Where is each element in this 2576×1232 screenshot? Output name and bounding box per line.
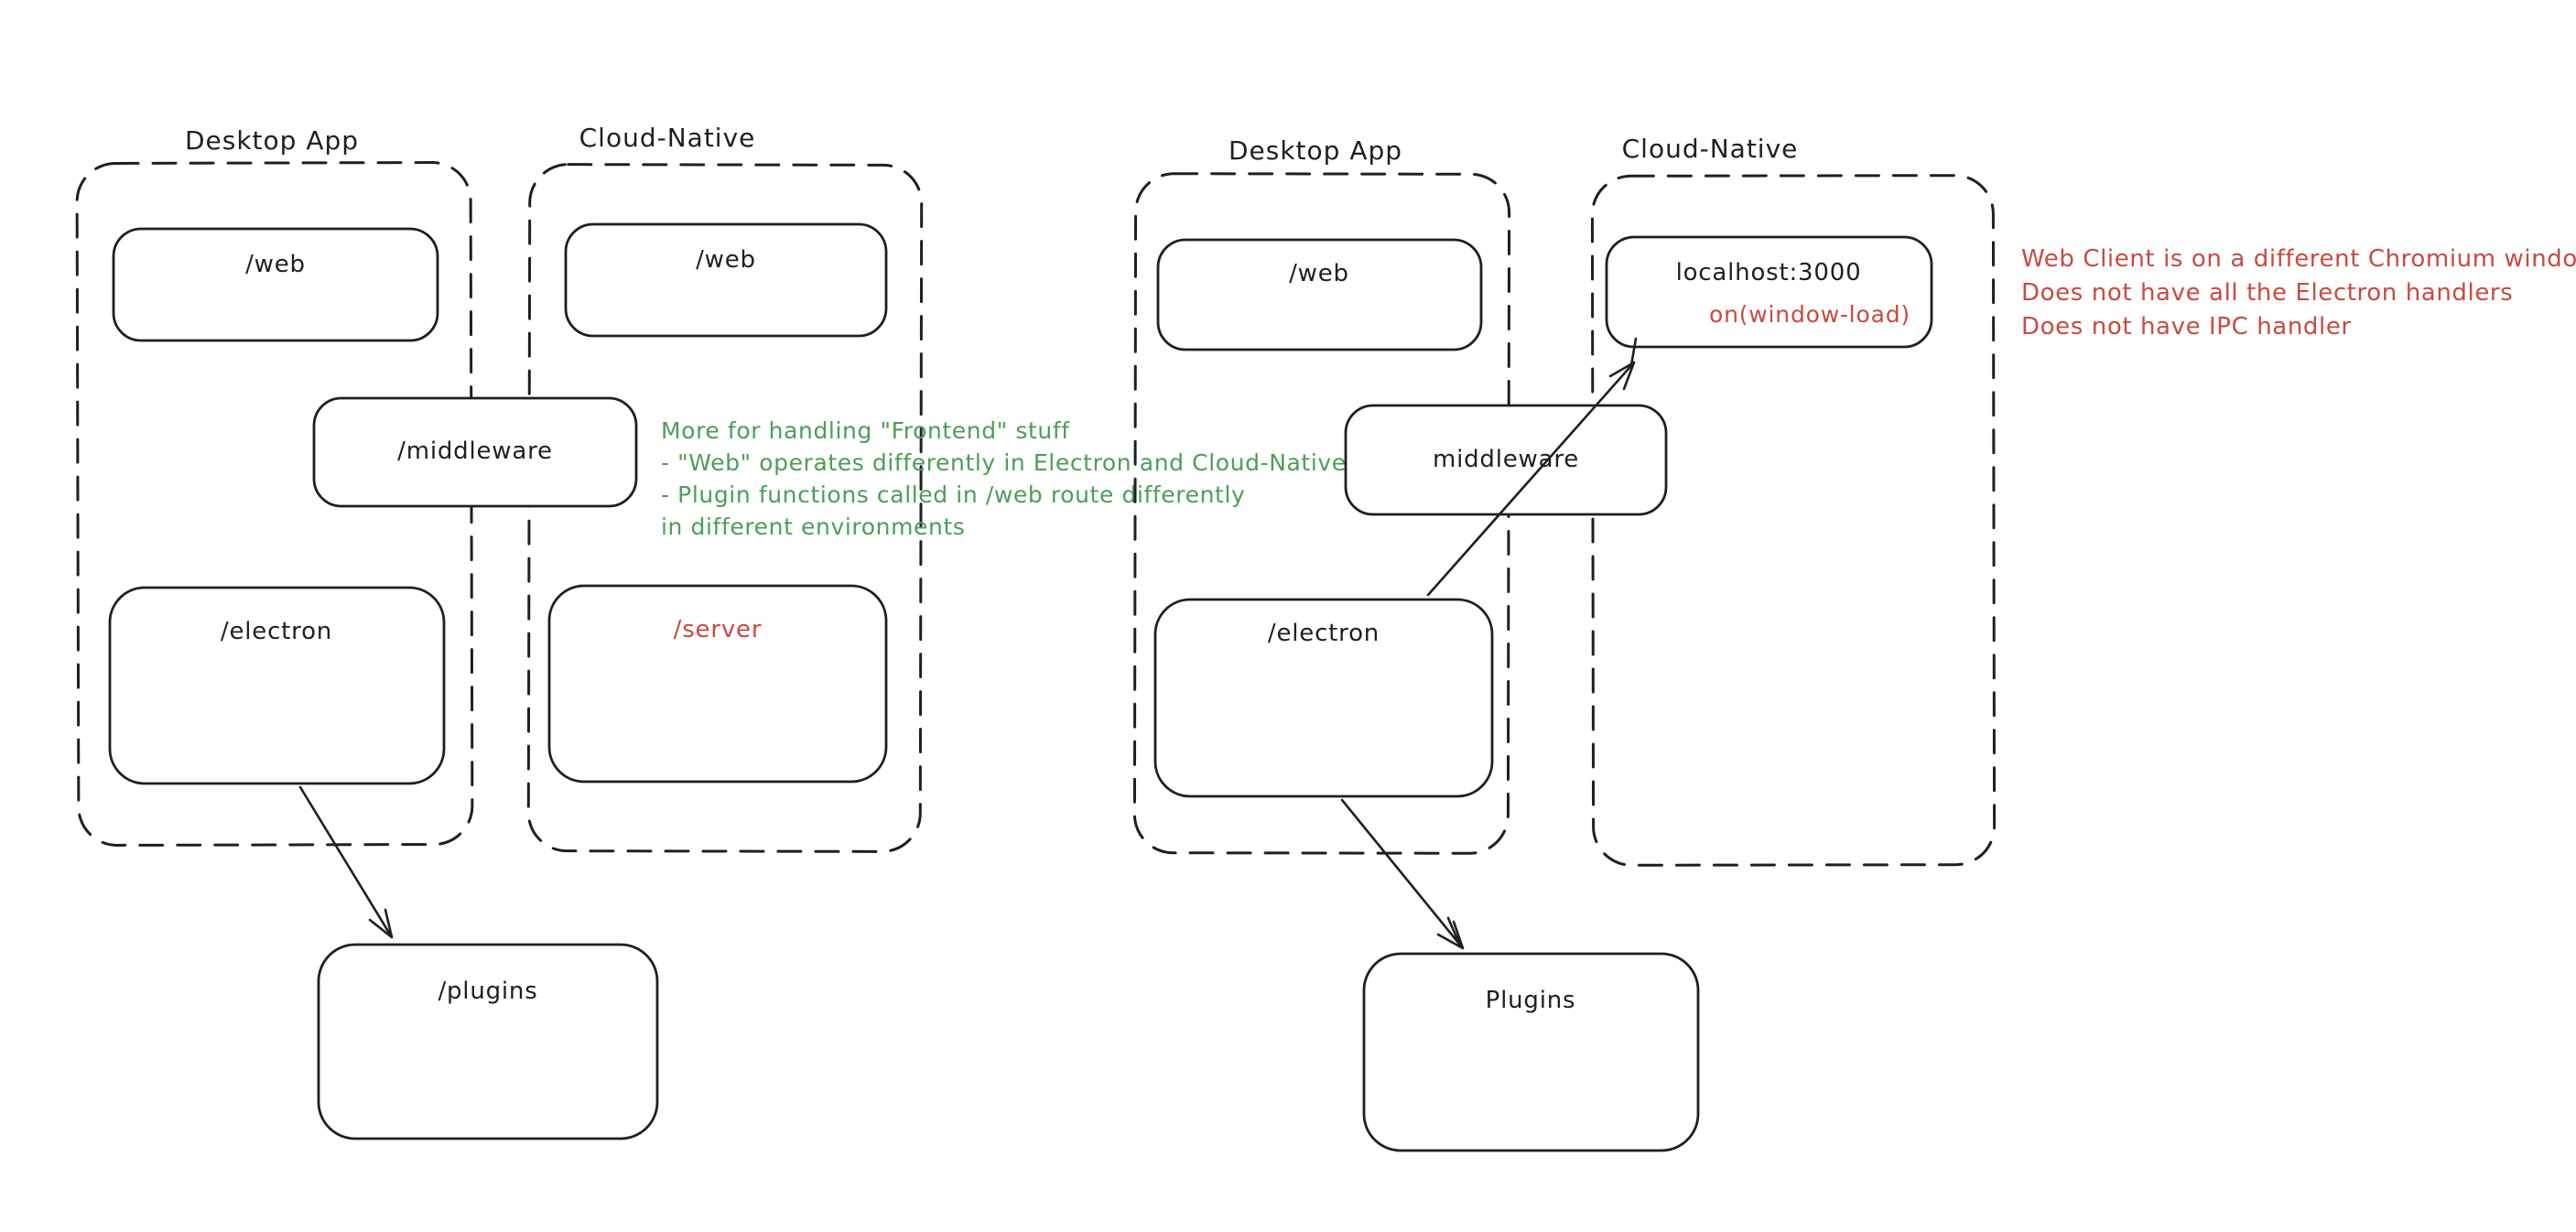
left-diagram: Desktop App Cloud-Native /web /web /midd… xyxy=(75,123,1347,1140)
right-localhost-subtitle: on(window-load) xyxy=(1709,301,1910,328)
right-plugins-box xyxy=(1362,952,1700,1152)
right-web-node: /web xyxy=(1156,238,1483,351)
right-desktop-app-label: Desktop App xyxy=(1228,135,1402,166)
right-middleware-box xyxy=(1344,404,1668,516)
green-note-line-1: More for handling "Frontend" stuff xyxy=(661,417,1070,444)
left-server-node: /server xyxy=(547,584,888,784)
left-plugins-node: /plugins xyxy=(317,943,659,1140)
green-note-line-4: in different environments xyxy=(661,513,965,540)
right-localhost-box xyxy=(1605,235,1933,349)
right-red-note: Web Client is on a different Chromium wi… xyxy=(2021,245,2576,340)
left-green-note: More for handling "Frontend" stuff - "We… xyxy=(661,417,1347,540)
right-electron-box xyxy=(1153,598,1494,798)
right-middleware-text: middleware xyxy=(1433,446,1579,473)
red-note-line-3: Does not have IPC handler xyxy=(2021,313,2352,340)
left-electron-box xyxy=(108,586,446,785)
left-cloud-native-container xyxy=(526,163,924,853)
left-arrow-electron-to-plugins xyxy=(298,785,394,939)
right-localhost-title: localhost:3000 xyxy=(1676,259,1862,286)
right-electron-node: /electron xyxy=(1153,598,1494,798)
left-plugins-box xyxy=(317,943,659,1140)
right-plugins-text: Plugins xyxy=(1486,987,1576,1014)
right-localhost-node: localhost:3000 on(window-load) xyxy=(1605,235,1933,349)
left-cloud-native-label: Cloud-Native xyxy=(579,123,756,153)
left-server-text: /server xyxy=(674,616,763,643)
red-note-line-1: Web Client is on a different Chromium wi… xyxy=(2021,245,2576,273)
left-middleware-box xyxy=(312,396,638,508)
left-web-cloud-box xyxy=(564,222,888,338)
right-electron-text: /electron xyxy=(1268,620,1380,647)
left-web-cloud-text: /web xyxy=(696,246,756,274)
left-electron-text: /electron xyxy=(221,618,332,645)
left-plugins-text: /plugins xyxy=(438,978,537,1005)
right-diagram: Desktop App Cloud-Native /web localhost:… xyxy=(1132,134,2576,1152)
red-note-line-2: Does not have all the Electron handlers xyxy=(2021,279,2513,307)
left-middleware-node: /middleware xyxy=(312,396,638,508)
right-cloud-native-label: Cloud-Native xyxy=(1622,134,1799,164)
right-web-box xyxy=(1156,238,1483,351)
left-desktop-app-label: Desktop App xyxy=(185,125,359,156)
right-cloud-native-container xyxy=(1590,174,1997,867)
green-note-line-2: - "Web" operates differently in Electron… xyxy=(661,449,1347,476)
green-note-line-3: - Plugin functions called in /web route … xyxy=(661,481,1245,508)
left-electron-node: /electron xyxy=(108,586,446,785)
right-web-text: /web xyxy=(1289,260,1349,287)
right-arrow-electron-to-plugins xyxy=(1340,798,1465,950)
left-web-desktop-node: /web xyxy=(112,227,439,342)
left-web-cloud-node: /web xyxy=(564,222,888,338)
left-web-desktop-text: /web xyxy=(245,251,306,278)
right-plugins-node: Plugins xyxy=(1362,952,1700,1152)
left-server-box xyxy=(547,584,888,784)
left-middleware-text: /middleware xyxy=(397,438,553,465)
left-web-desktop-box xyxy=(112,227,439,342)
right-middleware-node: middleware xyxy=(1344,404,1668,516)
right-arrow-electron-to-localhost xyxy=(1426,337,1638,597)
